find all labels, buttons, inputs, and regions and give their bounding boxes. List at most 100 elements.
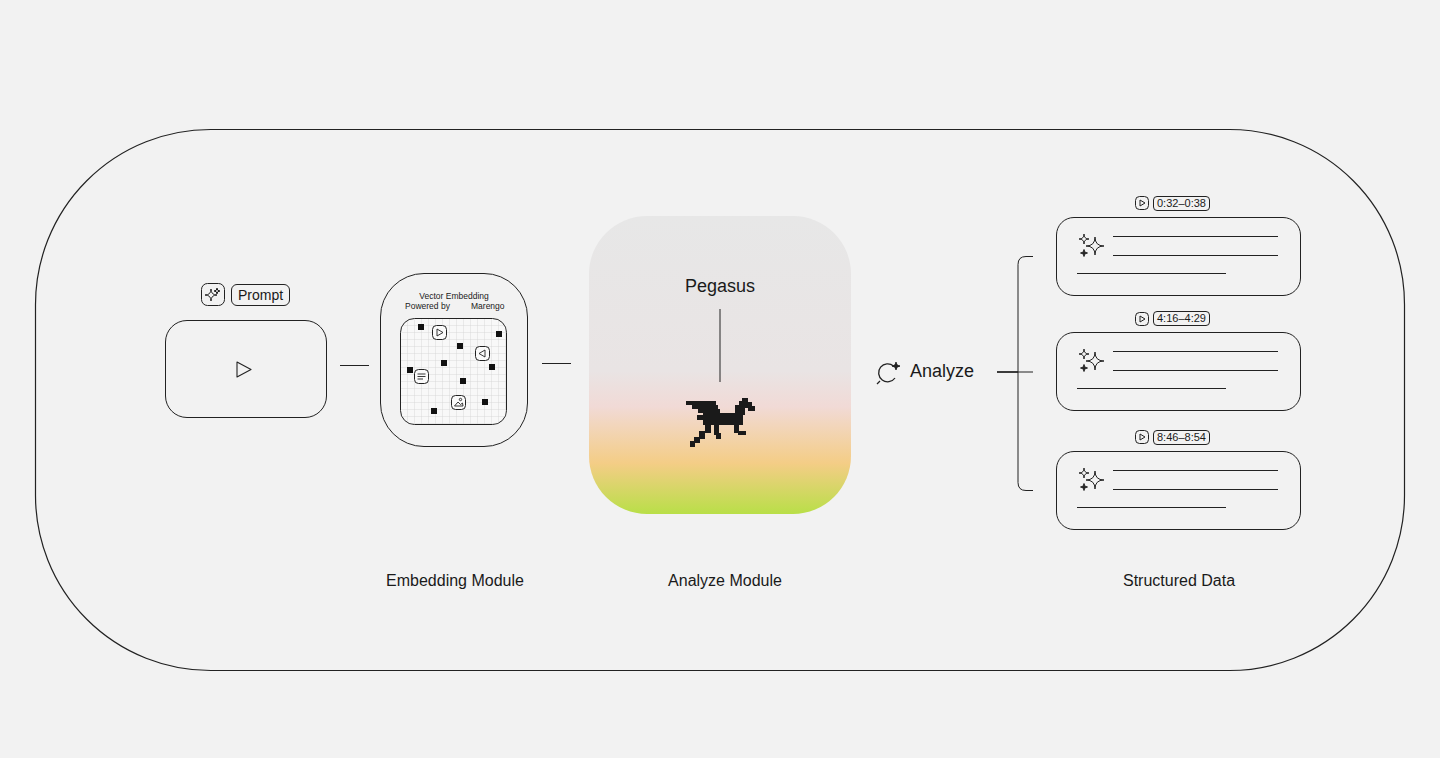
prompt-icon [205, 289, 217, 301]
module-label: Analyze Module [668, 571, 782, 590]
card-content [1077, 273, 1226, 274]
analyze-icon [892, 362, 900, 370]
pegasus-horse [699, 431, 705, 439]
pegasus-horse [738, 431, 746, 435]
card-content [1086, 352, 1104, 370]
module-caption: Vector Embedding [381, 292, 527, 302]
embedding-grid [476, 347, 490, 361]
pegasus-horse [744, 402, 752, 408]
timestamp: 4:16–4:29 [1153, 311, 1210, 326]
model-name: Marengo [471, 302, 505, 312]
card-content [1113, 370, 1278, 371]
embedding-grid [418, 329, 486, 406]
timestamp-icon [1136, 197, 1149, 210]
timestamp: 0:32–0:38 [1153, 196, 1210, 211]
play-icon [237, 362, 251, 377]
card-content [1113, 470, 1278, 471]
pegasus-horse [698, 409, 720, 413]
action-label: Analyze [910, 361, 974, 383]
video-box: Prompt [165, 320, 327, 418]
embedding-grid [418, 374, 426, 379]
embedding-grid [457, 343, 463, 349]
analyze-icon [877, 381, 880, 384]
card-content [1081, 484, 1088, 491]
card-content [1113, 236, 1278, 237]
card-content [1077, 507, 1226, 508]
embedding-grid [460, 378, 466, 384]
embedding-box: Vector EmbeddingPowered by Marengo [380, 273, 528, 447]
result-card: 8:46–8:54 [1056, 451, 1301, 530]
leader-line [720, 309, 721, 382]
pegasus-horse [714, 425, 719, 435]
prompt-icon [202, 284, 225, 306]
pegasus-horse [716, 433, 721, 439]
card-content [1113, 255, 1278, 256]
prompt-icon [202, 284, 225, 306]
card-content [1086, 471, 1104, 489]
prompt-tag: Prompt [231, 284, 290, 306]
module-label: Embedding Module [386, 571, 524, 590]
pegasus-horse [697, 415, 705, 420]
card-content [1081, 365, 1088, 372]
embedding-grid [479, 350, 485, 357]
embedding-grid [441, 360, 447, 366]
pegasus-horse [694, 437, 700, 443]
pegasus-horse [742, 398, 748, 402]
model-name: Pegasus [589, 276, 851, 297]
embedding-grid [415, 370, 429, 384]
card-content [1077, 388, 1226, 389]
card-content [1079, 349, 1089, 359]
card-content [1077, 234, 1278, 508]
timestamp-icon [1140, 316, 1145, 322]
timestamp-icon [1140, 434, 1145, 440]
result-card: 0:32–0:38 [1056, 217, 1301, 296]
timestamp-icon [1136, 431, 1149, 444]
pegasus-horse [686, 398, 755, 447]
pegasus-horse [734, 425, 739, 433]
card-content [1079, 234, 1089, 244]
embedding-grid [418, 324, 424, 330]
card-content [1081, 250, 1088, 257]
prompt-icon [214, 288, 220, 294]
embedding-grid [489, 364, 495, 370]
connector [340, 365, 380, 366]
timestamp: 8:46–8:54 [1153, 430, 1210, 445]
connector [997, 372, 1056, 491]
pegasus-horse [735, 405, 745, 415]
connector [997, 371, 1056, 373]
pegasus-horse [692, 405, 718, 409]
embedding-grid [452, 396, 466, 410]
card-content [1113, 351, 1278, 352]
embedding-grid [401, 319, 507, 425]
pegasus-horse [739, 401, 747, 407]
result-card: 4:16–4:29 [1056, 332, 1301, 411]
pegasus-horse [748, 406, 755, 411]
embedding-grid [407, 367, 413, 373]
connector [997, 257, 1056, 373]
embedding-grid [415, 326, 490, 410]
embedding-grid [496, 331, 502, 337]
timestamp-icon [1136, 197, 1149, 444]
pegasus-horse [705, 425, 711, 433]
embedding-grid [431, 408, 437, 414]
embedding-grid [401, 319, 507, 425]
connector [542, 363, 589, 364]
embedding-grid [401, 319, 506, 424]
embedding-grid [407, 324, 502, 414]
card-content [1086, 237, 1104, 255]
pegasus-horse [690, 441, 695, 447]
embedding-grid [459, 398, 461, 400]
pegasus-horse [703, 413, 743, 425]
module-caption: Powered by [405, 302, 450, 312]
card-content [1079, 468, 1089, 478]
timestamp-icon [1136, 313, 1149, 326]
timestamp-icon [1140, 200, 1145, 206]
pegasus-horse [686, 401, 716, 405]
embedding-grid [455, 402, 464, 406]
embedding-grid [482, 399, 488, 405]
analyze-icon [879, 364, 895, 382]
module-label: Structured Data [1123, 571, 1235, 590]
